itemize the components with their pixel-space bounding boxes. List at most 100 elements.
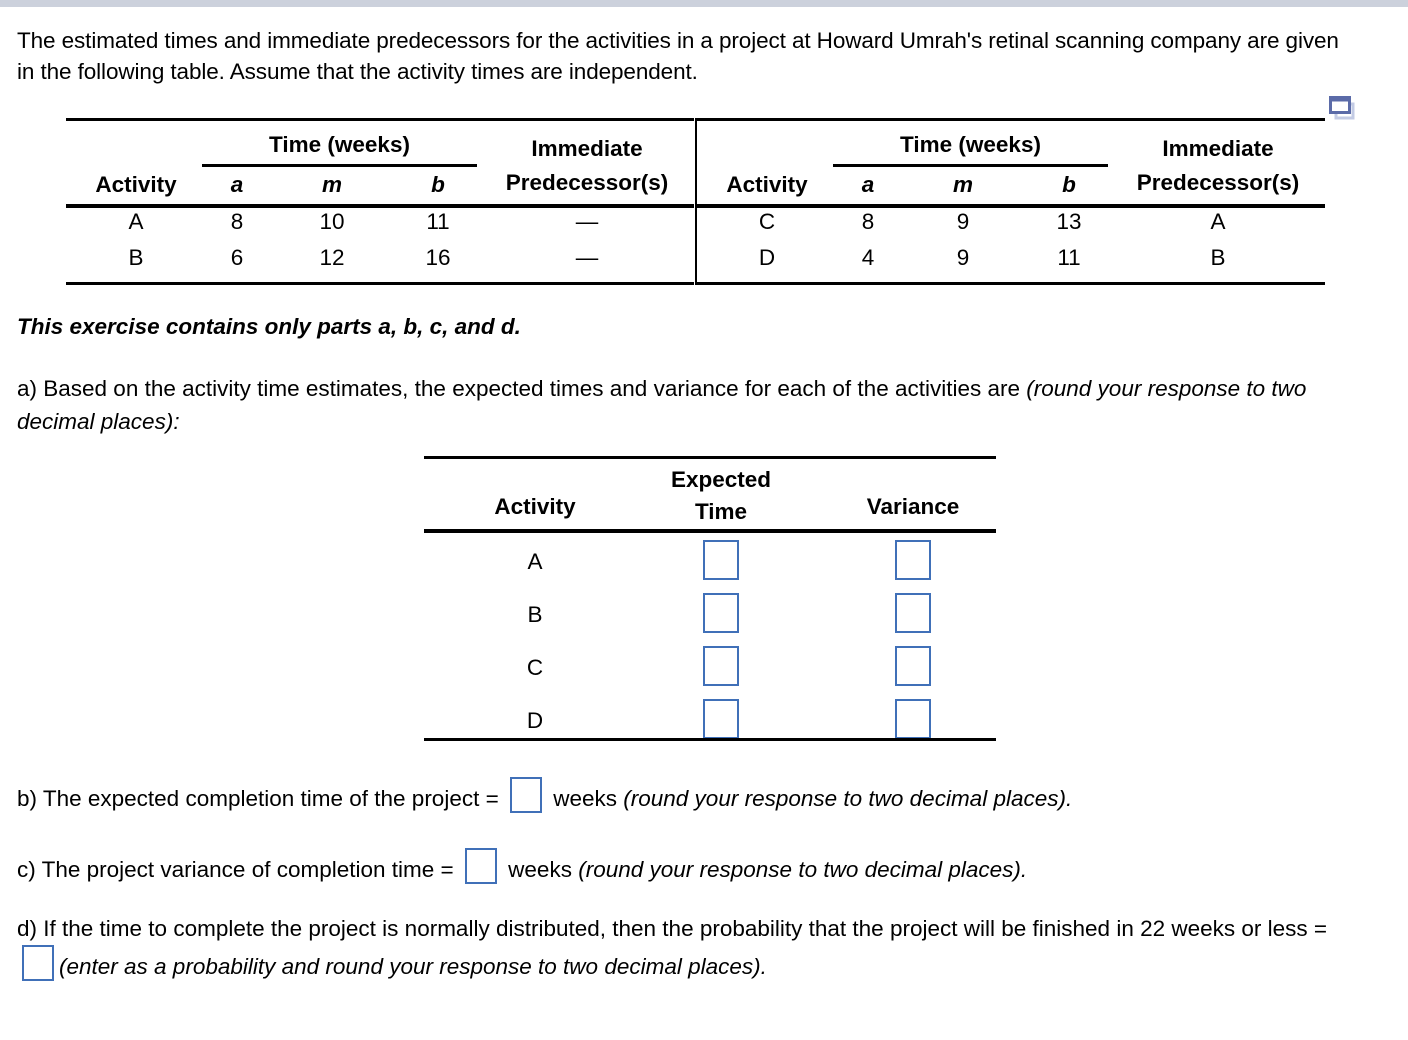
cell-a: 8: [861, 209, 875, 234]
expected-time-input-a[interactable]: [703, 540, 739, 580]
cell-activity: C: [758, 209, 776, 234]
cell-a: 8: [230, 209, 244, 234]
cell-b: 13: [1056, 209, 1082, 234]
expected-time-input-b[interactable]: [703, 593, 739, 633]
table-rule-mid: [66, 204, 694, 208]
cell-m: 9: [956, 209, 970, 234]
right-col-header-a: a: [861, 172, 875, 197]
part-b-prompt: b) The expected completion time of the p…: [17, 777, 1357, 815]
answer-col-header-expected-time: Expected Time: [636, 464, 806, 528]
table-rule-top: [697, 118, 1325, 121]
cell-predecessors: A: [1210, 209, 1226, 234]
exercise-page: The estimated times and immediate predec…: [0, 7, 1408, 1040]
variance-input-a[interactable]: [895, 540, 931, 580]
cell-b: 11: [1057, 245, 1081, 270]
table-row: A 8 10 11 —: [66, 209, 694, 242]
answer-table-row: C: [424, 642, 996, 694]
part-c-prompt: c) The project variance of completion ti…: [17, 848, 1357, 886]
table-row: B 6 12 16 —: [66, 245, 694, 278]
right-header-predecessors: Predecessor(s): [1136, 170, 1300, 195]
answer-col-header-variance: Variance: [866, 494, 960, 519]
part-c-text: c) The project variance of completion ti…: [17, 857, 460, 882]
right-col-header-m: m: [952, 172, 973, 197]
right-col-header-activity: Activity: [726, 172, 808, 197]
intro-paragraph: The estimated times and immediate predec…: [17, 28, 1339, 84]
answer-table-row: A: [424, 536, 996, 588]
answer-header-time: Time: [694, 499, 748, 524]
expected-time-input-d[interactable]: [703, 699, 739, 739]
right-header-time-weeks: Time (weeks): [900, 132, 1041, 157]
answer-header-expected: Expected: [670, 467, 772, 492]
answer-row-activity-label: A: [527, 549, 543, 574]
left-col-header-b: b: [431, 172, 445, 197]
part-a-text: a) Based on the activity time estimates,…: [17, 376, 1027, 401]
table-row: D 4 9 11 B: [697, 245, 1325, 278]
popout-window-icon[interactable]: [1329, 96, 1359, 122]
answer-row-activity-label: D: [526, 708, 544, 733]
left-header-time-weeks: Time (weeks): [269, 132, 410, 157]
cell-predecessors: —: [575, 209, 599, 234]
answer-table-rule-mid: [424, 529, 996, 533]
part-c-rounding-note: (round your response to two decimal plac…: [578, 857, 1028, 882]
activity-table-left-half: Time (weeks) Immediate Predecessor(s) Ac…: [66, 118, 694, 285]
left-col-header-activity: Activity: [95, 172, 177, 197]
part-d-text: d) If the time to complete the project i…: [17, 916, 1328, 941]
answer-row-activity-label: B: [527, 602, 543, 627]
part-b-units: weeks: [546, 786, 624, 811]
cell-a: 6: [230, 245, 244, 270]
cell-m: 12: [319, 245, 345, 270]
cell-a: 4: [861, 245, 875, 270]
activity-table-right-half: Time (weeks) Immediate Predecessor(s) Ac…: [697, 118, 1325, 285]
answer-table-rule-bottom: [424, 738, 996, 741]
answer-col-header-activity: Activity: [494, 494, 576, 519]
variance-input-c[interactable]: [895, 646, 931, 686]
left-header-immediate-predecessors: Immediate Predecessor(s): [481, 132, 693, 200]
part-c-answer-input[interactable]: [464, 848, 497, 884]
left-header-predecessors: Predecessor(s): [505, 170, 669, 195]
part-c-units: weeks: [501, 857, 579, 882]
part-d-rounding-note: (enter as a probability and round your r…: [59, 954, 767, 979]
part-a-rounding-note: (round your response to two decimal plac…: [17, 376, 1307, 434]
right-col-header-b: b: [1062, 172, 1076, 197]
left-col-header-a: a: [230, 172, 244, 197]
cell-activity: B: [128, 245, 144, 270]
answer-row-activity-label: C: [526, 655, 544, 680]
left-col-header-m: m: [321, 172, 342, 197]
part-d-answer-input[interactable]: [22, 945, 54, 981]
right-header-immediate-predecessors: Immediate Predecessor(s): [1112, 132, 1324, 200]
table-rule-mid: [697, 204, 1325, 208]
right-column-headers: Activity a m b: [697, 172, 1325, 204]
part-b-text: b) The expected completion time of the p…: [17, 786, 505, 811]
left-column-headers: Activity a m b: [66, 172, 694, 204]
cell-b: 11: [426, 209, 450, 234]
table-row: C 8 9 13 A: [697, 209, 1325, 242]
left-header-immediate: Immediate: [531, 136, 643, 161]
variance-input-b[interactable]: [895, 593, 931, 633]
cell-activity: D: [758, 245, 776, 270]
top-window-bar: [0, 0, 1408, 7]
table-rule-bottom: [66, 282, 694, 285]
part-d-prompt: d) If the time to complete the project i…: [17, 912, 1357, 983]
cell-m: 9: [956, 245, 970, 270]
answer-table-rule-top: [424, 456, 996, 459]
right-time-underline: [833, 164, 1108, 167]
part-b-rounding-note: (round your response to two decimal plac…: [623, 786, 1073, 811]
part-a-prompt: a) Based on the activity time estimates,…: [17, 372, 1337, 438]
cell-predecessors: —: [575, 245, 599, 270]
right-header-immediate: Immediate: [1162, 136, 1274, 161]
table-rule-top: [66, 118, 694, 121]
table-rule-bottom: [697, 282, 1325, 285]
exercise-scope-note: This exercise contains only parts a, b, …: [17, 314, 521, 339]
activity-data-table: Time (weeks) Immediate Predecessor(s) Ac…: [66, 118, 1352, 285]
answer-table-row: B: [424, 589, 996, 641]
part-b-answer-input[interactable]: [509, 777, 542, 813]
cell-m: 10: [319, 209, 345, 234]
left-time-underline: [202, 164, 477, 167]
cell-activity: A: [128, 209, 144, 234]
cell-predecessors: B: [1210, 245, 1226, 270]
part-a-answer-table: Activity Expected Time Variance A B C D: [424, 456, 996, 741]
table-vertical-divider: [695, 118, 697, 285]
variance-input-d[interactable]: [895, 699, 931, 739]
cell-b: 16: [425, 245, 451, 270]
expected-time-input-c[interactable]: [703, 646, 739, 686]
